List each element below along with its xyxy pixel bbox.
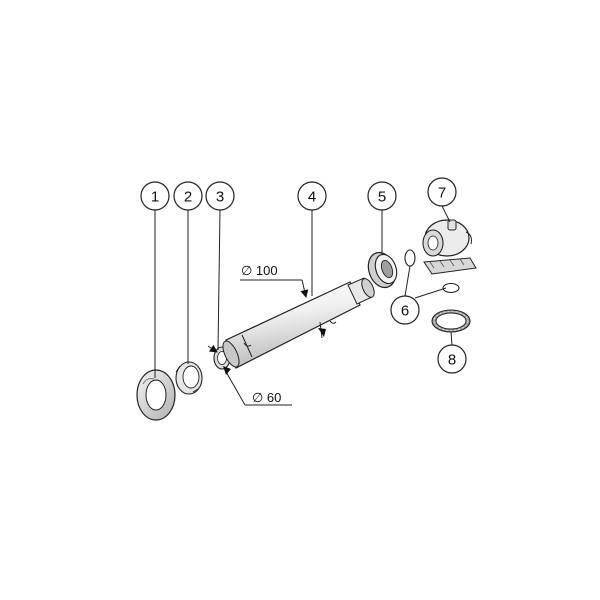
callout-6: 6	[390, 295, 420, 325]
callout-6-label: 6	[401, 303, 409, 320]
part-2-inner-ring	[175, 361, 203, 395]
inner-diameter-label: ∅ 60	[252, 390, 281, 405]
part-7-elbow-adapter	[422, 219, 477, 275]
part-4-concentric-pipe	[222, 277, 375, 369]
callout-3: 3	[205, 181, 235, 211]
callout-4-label: 4	[308, 189, 316, 206]
callout-1: 1	[140, 181, 170, 211]
callout-3-label: 3	[216, 189, 224, 206]
callout-8-label: 8	[448, 352, 456, 369]
callout-7: 7	[427, 177, 457, 207]
part-8-flange-gasket	[431, 309, 471, 333]
leader-lines	[154, 205, 453, 378]
callout-2: 2	[173, 181, 203, 211]
dimension-outer-diameter: ∅ 100	[240, 263, 326, 339]
callout-5: 5	[367, 181, 397, 211]
callout-8: 8	[437, 344, 467, 374]
part-5-coupling-collar	[367, 251, 398, 289]
callout-4: 4	[297, 181, 327, 211]
dimension-inner-diameter: ∅ 60	[207, 344, 292, 406]
callout-7-label: 7	[438, 185, 446, 202]
callout-2-label: 2	[184, 189, 192, 206]
part-6-gaskets	[404, 249, 460, 294]
part-1-wall-rosette	[136, 369, 176, 421]
callout-5-label: 5	[378, 189, 386, 206]
outer-diameter-label: ∅ 100	[241, 263, 278, 278]
callout-1-label: 1	[151, 189, 159, 206]
